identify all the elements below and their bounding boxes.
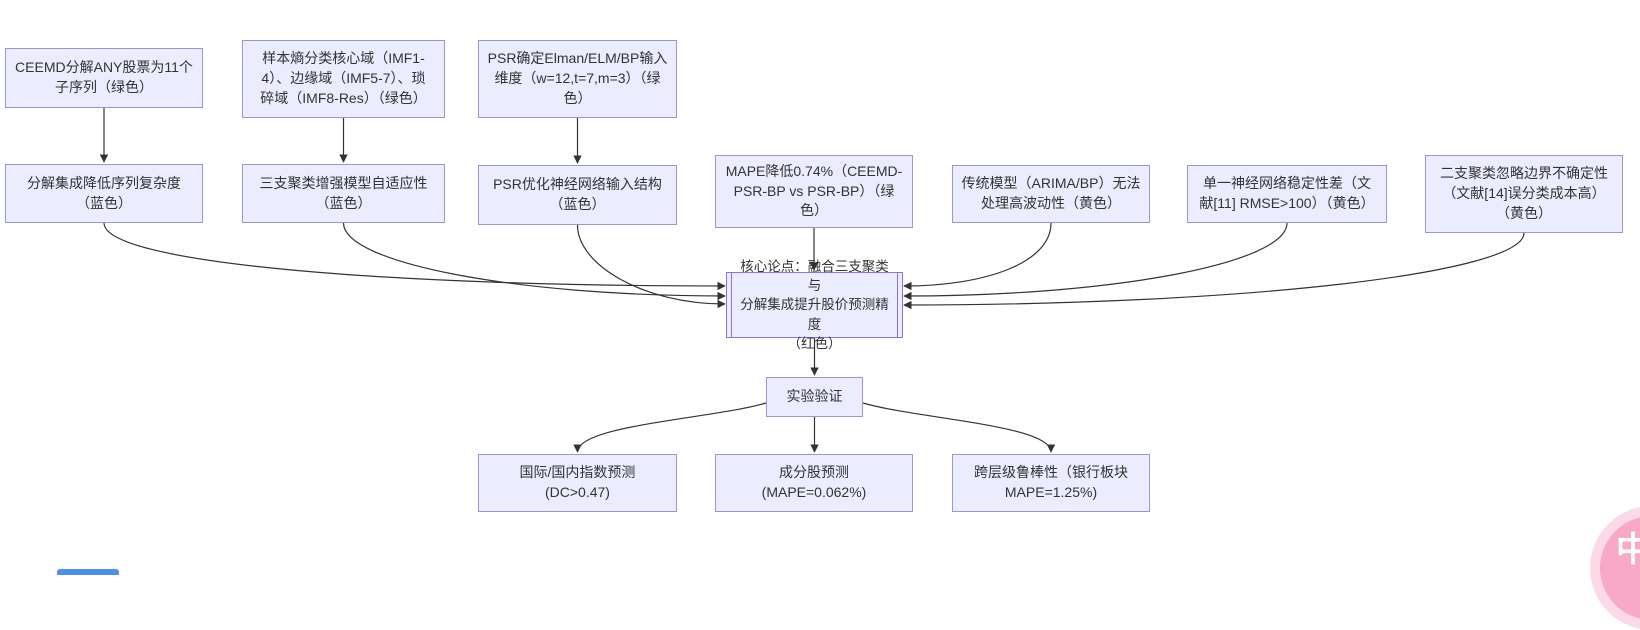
node-experimental-validation: 实验验证 — [766, 377, 863, 417]
node-decomposition-reduces-complexity: 分解集成降低序列复杂度 （蓝色） — [5, 164, 203, 223]
node-label: 分解集成降低序列复杂度 （蓝色） — [27, 174, 181, 211]
node-label: 二支聚类忽略边界不确定性 （文献[14]误分类成本高） （黄色） — [1440, 165, 1608, 221]
node-sample-entropy-domains: 样本熵分类核心域（IMF1- 4）、边缘域（IMF5-7）、琐 碎域（IMF8-… — [242, 40, 445, 118]
node-label: 传统模型（ARIMA/BP）无法 处理高波动性（黄色） — [961, 175, 1141, 211]
node-two-way-clustering-limitation: 二支聚类忽略边界不确定性 （文献[14]误分类成本高） （黄色） — [1425, 155, 1623, 233]
node-psr-input-dimension: PSR确定Elman/ELM/BP输入 维度（w=12,t=7,m=3）（绿 色… — [478, 40, 677, 118]
node-label: 样本熵分类核心域（IMF1- 4）、边缘域（IMF5-7）、琐 碎域（IMF8-… — [260, 50, 427, 106]
node-traditional-model-limitation: 传统模型（ARIMA/BP）无法 处理高波动性（黄色） — [952, 165, 1150, 223]
node-ceemd-decomposition: CEEMD分解ANY股票为11个 子序列（绿色） — [5, 48, 203, 108]
subroutine-left-bar — [731, 273, 732, 337]
edge-h-to-k — [903, 222, 1052, 291]
node-label: 国际/国内指数预测 (DC>0.47) — [519, 464, 636, 500]
node-label: 三支聚类增强模型自适应性 （蓝色） — [259, 174, 428, 211]
flowchart-canvas: CEEMD分解ANY股票为11个 子序列（绿色） 样本熵分类核心域（IMF1- 4… — [5, 40, 1623, 512]
partial-bottom-ui-strip — [57, 569, 119, 575]
node-label: 实验验证 — [786, 388, 843, 405]
edge-l-to-m — [573, 402, 767, 453]
node-constituent-stock-prediction: 成分股预测 (MAPE=0.062%) — [715, 454, 913, 512]
node-label: 跨层级鲁棒性（银行板块 MAPE=1.25%) — [974, 464, 1128, 500]
edge-j-to-k — [903, 232, 1525, 310]
node-three-way-clustering-adaptivity: 三支聚类增强模型自适应性 （蓝色） — [242, 164, 445, 223]
edge-l-to-o — [862, 402, 1056, 453]
translate-badge-zh-glyph: 中 — [1616, 531, 1640, 569]
node-label: MAPE降低0.74%（CEEMD- PSR-BP vs PSR-BP）（绿 色… — [725, 162, 903, 219]
node-single-nn-instability: 单一神经网络稳定性差（文 献[11] RMSE>100）（黄色） — [1187, 165, 1387, 223]
node-cross-level-robustness: 跨层级鲁棒性（银行板块 MAPE=1.25%) — [952, 454, 1150, 512]
node-label: CEEMD分解ANY股票为11个 子序列（绿色） — [15, 59, 193, 95]
node-mape-reduction: MAPE降低0.74%（CEEMD- PSR-BP vs PSR-BP）（绿 色… — [715, 155, 913, 228]
node-label: PSR优化神经网络输入结构 （蓝色） — [493, 176, 662, 212]
node-index-prediction: 国际/国内指数预测 (DC>0.47) — [478, 454, 677, 512]
edge-e-to-k — [342, 222, 726, 301]
edge-i-to-k — [903, 222, 1288, 301]
node-label: 成分股预测 (MAPE=0.062%) — [761, 464, 867, 500]
edge-layer — [99, 108, 1525, 453]
node-core-thesis: 核心论点：融合三支聚类与 分解集成提升股价预测精度 （红色） — [726, 259, 903, 351]
edge-d-to-k — [103, 222, 726, 291]
subroutine-right-bar — [897, 273, 898, 337]
node-label: PSR确定Elman/ELM/BP输入 维度（w=12,t=7,m=3）（绿 色… — [487, 50, 668, 106]
edge-f-to-k — [576, 224, 726, 309]
node-label: 单一神经网络稳定性差（文 献[11] RMSE>100）（黄色） — [1199, 175, 1375, 211]
node-psr-optimizes-input-structure: PSR优化神经网络输入结构 （蓝色） — [478, 165, 677, 225]
node-label: 核心论点：融合三支聚类与 分解集成提升股价预测精度 （红色） — [740, 259, 889, 351]
